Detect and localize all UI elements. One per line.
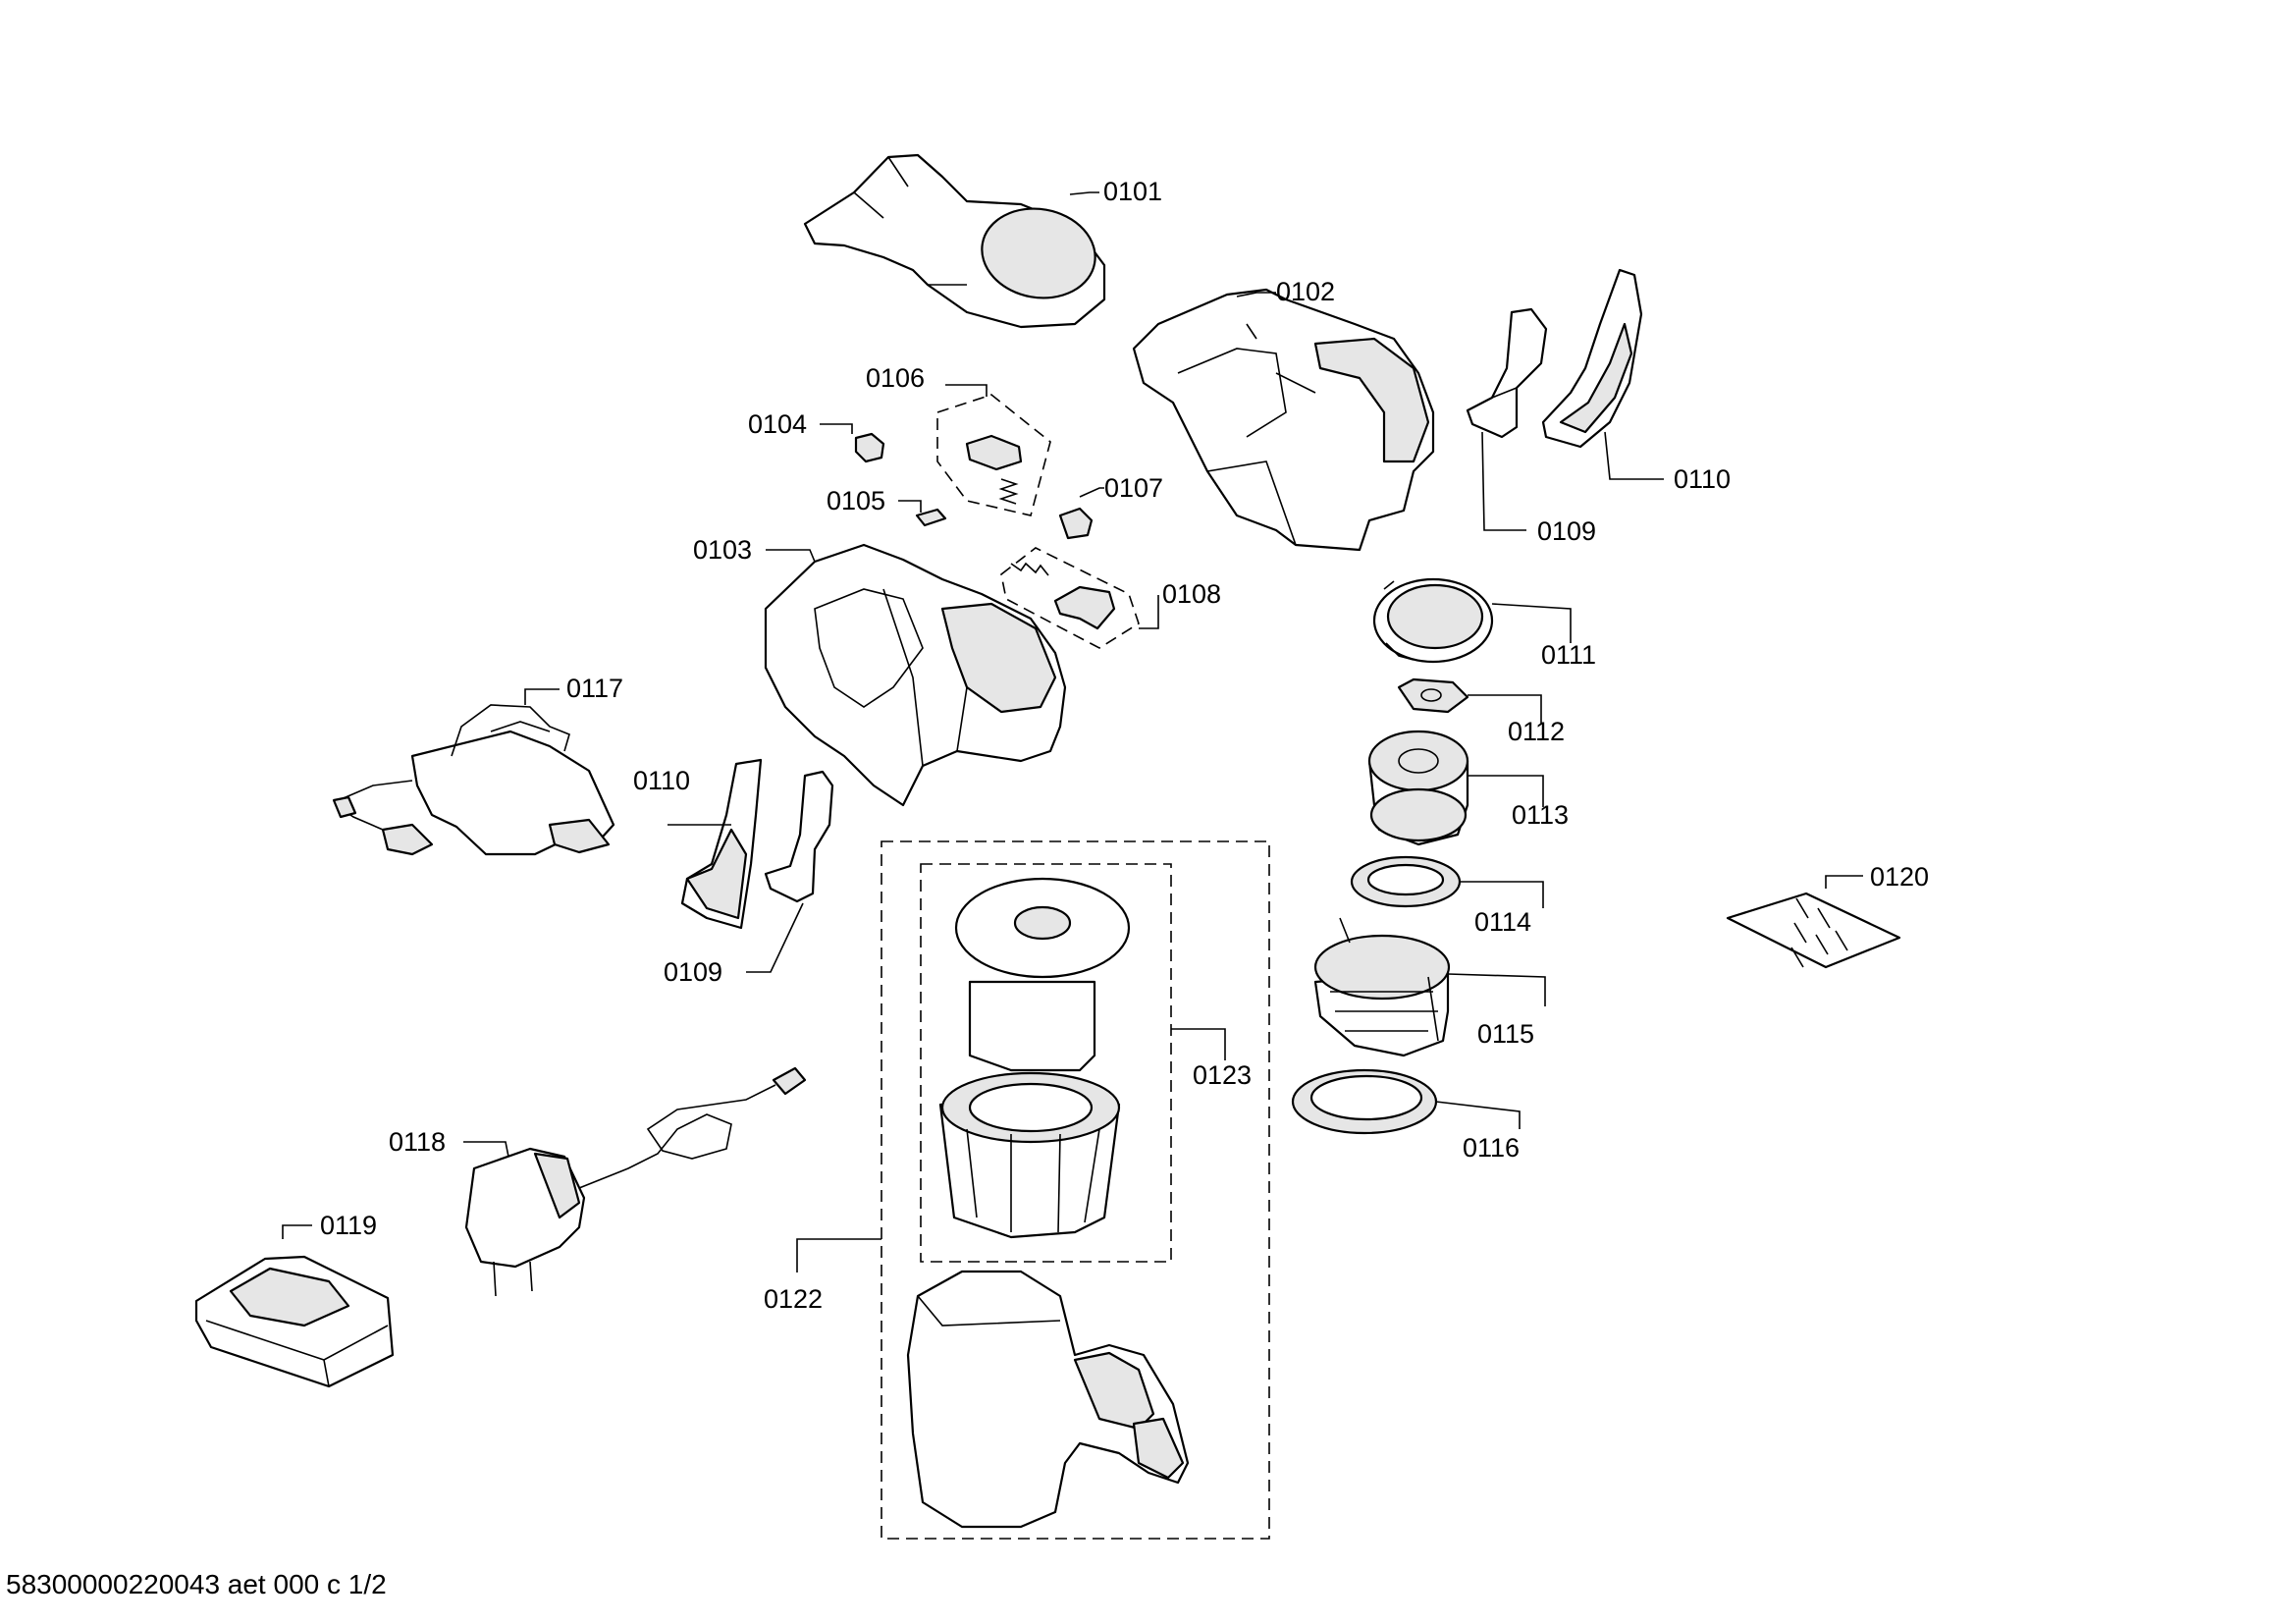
footer-document-code: 58300000220043 aet 000 c 1/2	[6, 1569, 387, 1599]
label-0113: 0113	[1512, 800, 1569, 830]
label-0110-left: 0110	[633, 766, 690, 795]
part-0118-charger-adapter	[464, 1066, 807, 1297]
part-0117-wiring-harness	[332, 704, 615, 856]
part-0104-clip	[854, 432, 885, 463]
part-0111-motor-cover	[1372, 577, 1494, 664]
label-0115: 0115	[1477, 1019, 1534, 1049]
part-0105-slider	[915, 508, 947, 527]
group-0123-outline	[881, 840, 1270, 1540]
label-0105: 0105	[827, 486, 885, 515]
label-0106: 0106	[866, 363, 925, 393]
part-0102-body-housing	[1132, 288, 1435, 552]
group-0108-outline	[1000, 547, 1140, 649]
part-0116-seal-ring	[1291, 1068, 1438, 1135]
label-0112: 0112	[1508, 717, 1565, 746]
label-0103: 0103	[693, 535, 752, 565]
part-0110-left-mesh-guard	[680, 758, 763, 930]
part-0108-trigger	[1010, 562, 1116, 630]
label-0109-right: 0109	[1537, 516, 1596, 546]
group-0106-outline	[936, 394, 1051, 516]
label-0122: 0122	[764, 1284, 823, 1314]
label-0120: 0120	[1870, 862, 1929, 892]
label-0123: 0123	[1193, 1060, 1252, 1090]
label-0101: 0101	[1103, 177, 1162, 206]
part-0114-ring	[1350, 855, 1462, 908]
label-0107: 0107	[1104, 473, 1163, 503]
part-0101-handle-cover	[803, 153, 1106, 329]
part-0122-dust-bin	[906, 1270, 1190, 1529]
group-0123-inner-outline	[920, 863, 1172, 1263]
label-0116: 0116	[1463, 1133, 1520, 1163]
label-0109-left: 0109	[664, 957, 722, 987]
label-0111: 0111	[1541, 640, 1596, 670]
label-0110-right: 0110	[1674, 464, 1731, 494]
part-0106-latch	[965, 434, 1023, 505]
part-0123-filter-assembly	[938, 877, 1131, 1239]
part-0110-right-mesh-guard	[1541, 268, 1643, 449]
label-0104: 0104	[748, 409, 807, 439]
part-0109-right-bracket	[1466, 307, 1548, 439]
label-0119: 0119	[320, 1211, 377, 1240]
part-0115-filter-cage	[1313, 917, 1451, 1057]
part-0119-battery	[194, 1255, 395, 1388]
part-0107-button	[1058, 507, 1094, 540]
label-0117: 0117	[566, 674, 623, 703]
label-0108: 0108	[1162, 579, 1221, 609]
label-0102: 0102	[1276, 277, 1335, 306]
part-0109-left-bracket	[764, 770, 834, 903]
label-0114: 0114	[1474, 907, 1531, 937]
part-0112-plate	[1397, 677, 1469, 714]
label-0118: 0118	[389, 1127, 446, 1157]
part-0103-rear-housing	[764, 543, 1067, 807]
part-0113-motor	[1367, 730, 1469, 846]
part-0120-screw-kit	[1726, 892, 1901, 969]
